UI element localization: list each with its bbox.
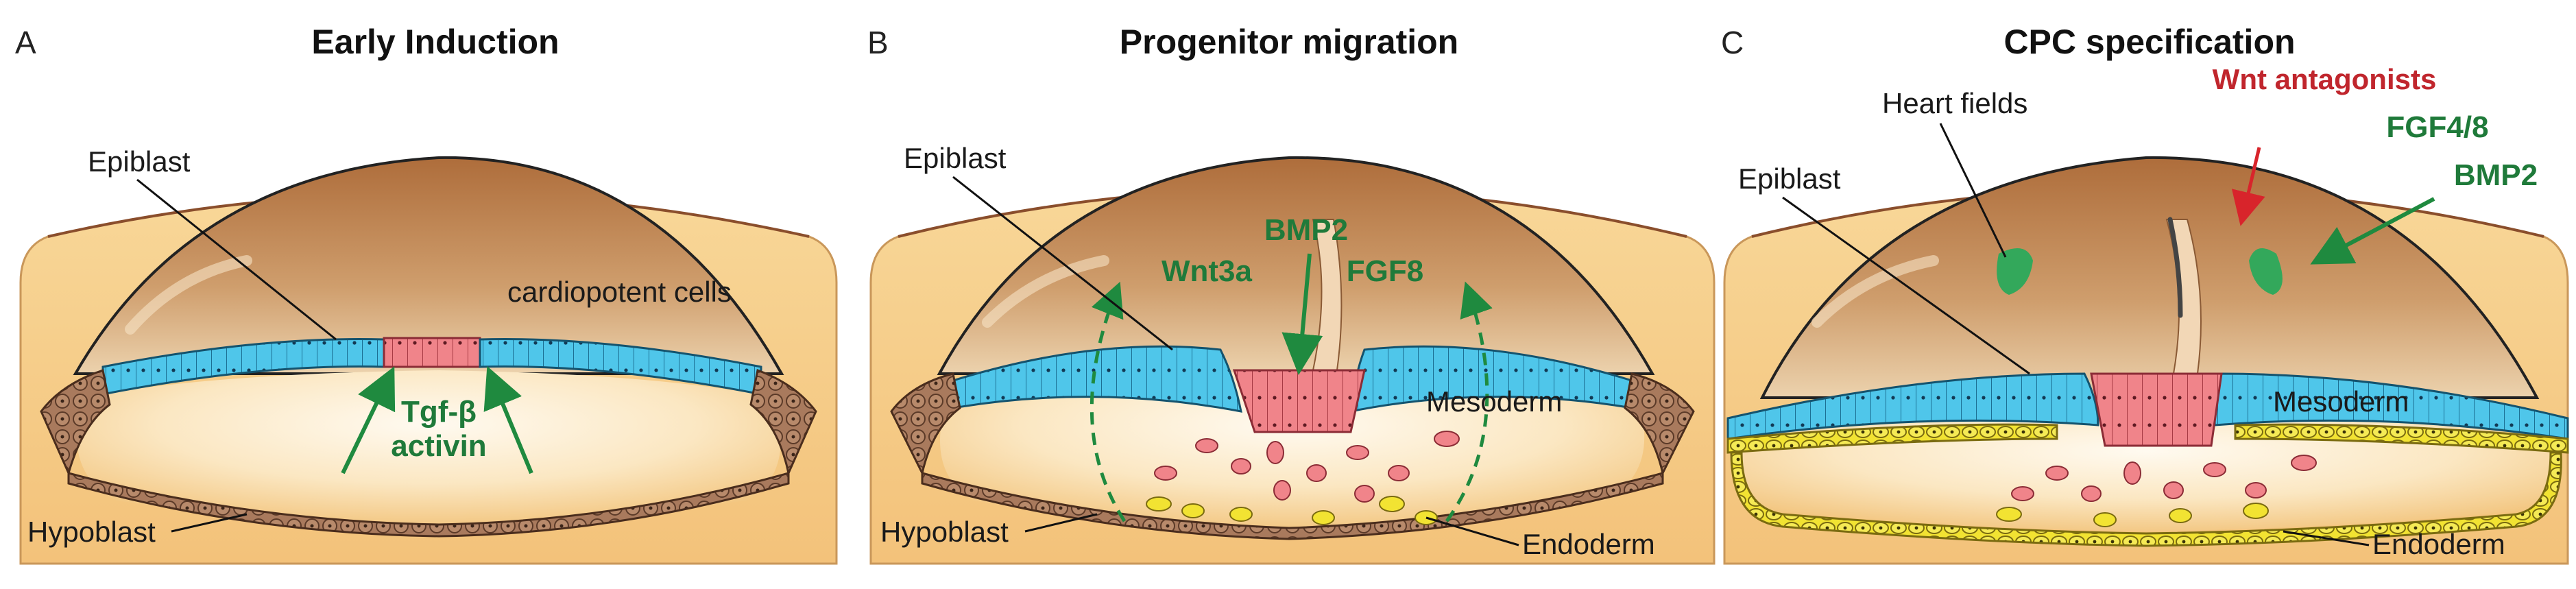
yolk-sac-a xyxy=(76,370,782,525)
hypoblast-right-edge-a xyxy=(749,368,817,477)
amniotic-cavity-a xyxy=(73,156,784,375)
signal-arrow-right-a xyxy=(483,365,533,474)
epiblast-left-b xyxy=(952,345,1242,413)
leader-epiblast-c xyxy=(1782,196,2030,375)
leader-epiblast-a xyxy=(136,178,337,341)
panel-c-title: CPC specification xyxy=(2003,23,2295,61)
label-endoderm-b: Endoderm xyxy=(1522,528,1655,560)
leader-epiblast-b xyxy=(952,176,1173,351)
endoderm-layer-c xyxy=(1730,451,2562,547)
endoderm-edge-right-c xyxy=(2234,423,2569,454)
hypoblast-left-edge-a xyxy=(40,369,111,477)
endoderm-edge-left-c xyxy=(1726,423,2058,454)
mesoderm-cells-b xyxy=(1154,431,1460,503)
migration-arrow-right-b xyxy=(1445,281,1493,522)
panel-b-letter: B xyxy=(867,25,889,60)
hypoblast-right-edge-b xyxy=(1624,372,1695,477)
migration-arrow-left-b xyxy=(1090,281,1127,522)
panel-b-title: Progenitor migration xyxy=(1120,23,1458,61)
cardiopotent-cells-a xyxy=(383,337,481,368)
epiblast-left-c xyxy=(1726,372,2099,440)
label-epiblast-b: Epiblast xyxy=(904,142,1007,174)
signal-arrow-b xyxy=(1281,253,1323,375)
highlight-b xyxy=(982,255,1109,328)
notochord-c xyxy=(2167,217,2183,318)
leader-hypoblast-a xyxy=(171,513,248,533)
endoderm-cells-c xyxy=(1996,503,2269,527)
heart-field-right-c xyxy=(2249,248,2283,295)
leader-hypoblast-b xyxy=(1024,513,1098,533)
label-cardiopotent-a: cardiopotent cells xyxy=(507,276,732,308)
panel-c-letter: C xyxy=(1721,25,1744,60)
label-fgf48-c: FGF4/8 xyxy=(2386,110,2488,144)
fgf-bmp-arrow-c xyxy=(2310,197,2435,265)
label-fgf8-b: FGF8 xyxy=(1347,254,1423,288)
panel-c: C CPC specification xyxy=(1721,23,2569,565)
label-wnt3a-b: Wnt3a xyxy=(1161,254,1253,288)
label-endoderm-c: Endoderm xyxy=(2372,528,2505,560)
streak-cells-c xyxy=(2090,372,2223,447)
leader-heart-fields-c xyxy=(1939,123,2007,258)
amniotic-cavity-b xyxy=(937,156,1655,375)
label-mesoderm-b: Mesoderm xyxy=(1426,385,1562,418)
highlight-a xyxy=(125,255,252,335)
label-hypoblast-b: Hypoblast xyxy=(880,516,1009,548)
mesoderm-cells-c xyxy=(2011,455,2317,502)
heart-field-left-c xyxy=(1997,248,2033,295)
label-wnt-antagonists-c: Wnt antagonists xyxy=(2213,63,2437,95)
amniotic-cavity-c xyxy=(1759,156,2540,399)
label-hypoblast-a: Hypoblast xyxy=(27,516,156,548)
yolk-sac-b xyxy=(940,370,1645,528)
hypoblast-layer-b xyxy=(921,472,1664,540)
highlight-c xyxy=(1811,255,1939,328)
label-bmp2-b: BMP2 xyxy=(1264,213,1348,247)
label-heart-fields-c: Heart fields xyxy=(1882,87,2027,119)
panel-a-title: Early Induction xyxy=(311,23,559,61)
panel-a: A Early Induction Epiblast cardiopotent … xyxy=(15,23,838,565)
streak-cells-b xyxy=(1232,369,1366,433)
panel-a-letter: A xyxy=(15,25,36,60)
panel-b: B Progenitor migration xyxy=(867,23,1716,565)
label-epiblast-c: Epiblast xyxy=(1738,163,1841,195)
wnt-antagonist-arrow-c xyxy=(2231,147,2265,226)
label-activin-a: activin xyxy=(391,429,486,463)
leader-endoderm-c xyxy=(2283,530,2370,546)
label-tgfb-a: Tgf-β xyxy=(401,395,477,429)
label-bmp2-c: BMP2 xyxy=(2454,158,2538,192)
label-epiblast-a: Epiblast xyxy=(88,145,191,178)
signal-arrow-left-a xyxy=(341,366,396,474)
leader-endoderm-b xyxy=(1425,516,1519,546)
hypoblast-layer-a xyxy=(67,472,790,538)
hypoblast-left-edge-b xyxy=(890,372,961,477)
label-mesoderm-c: Mesoderm xyxy=(2273,385,2409,418)
